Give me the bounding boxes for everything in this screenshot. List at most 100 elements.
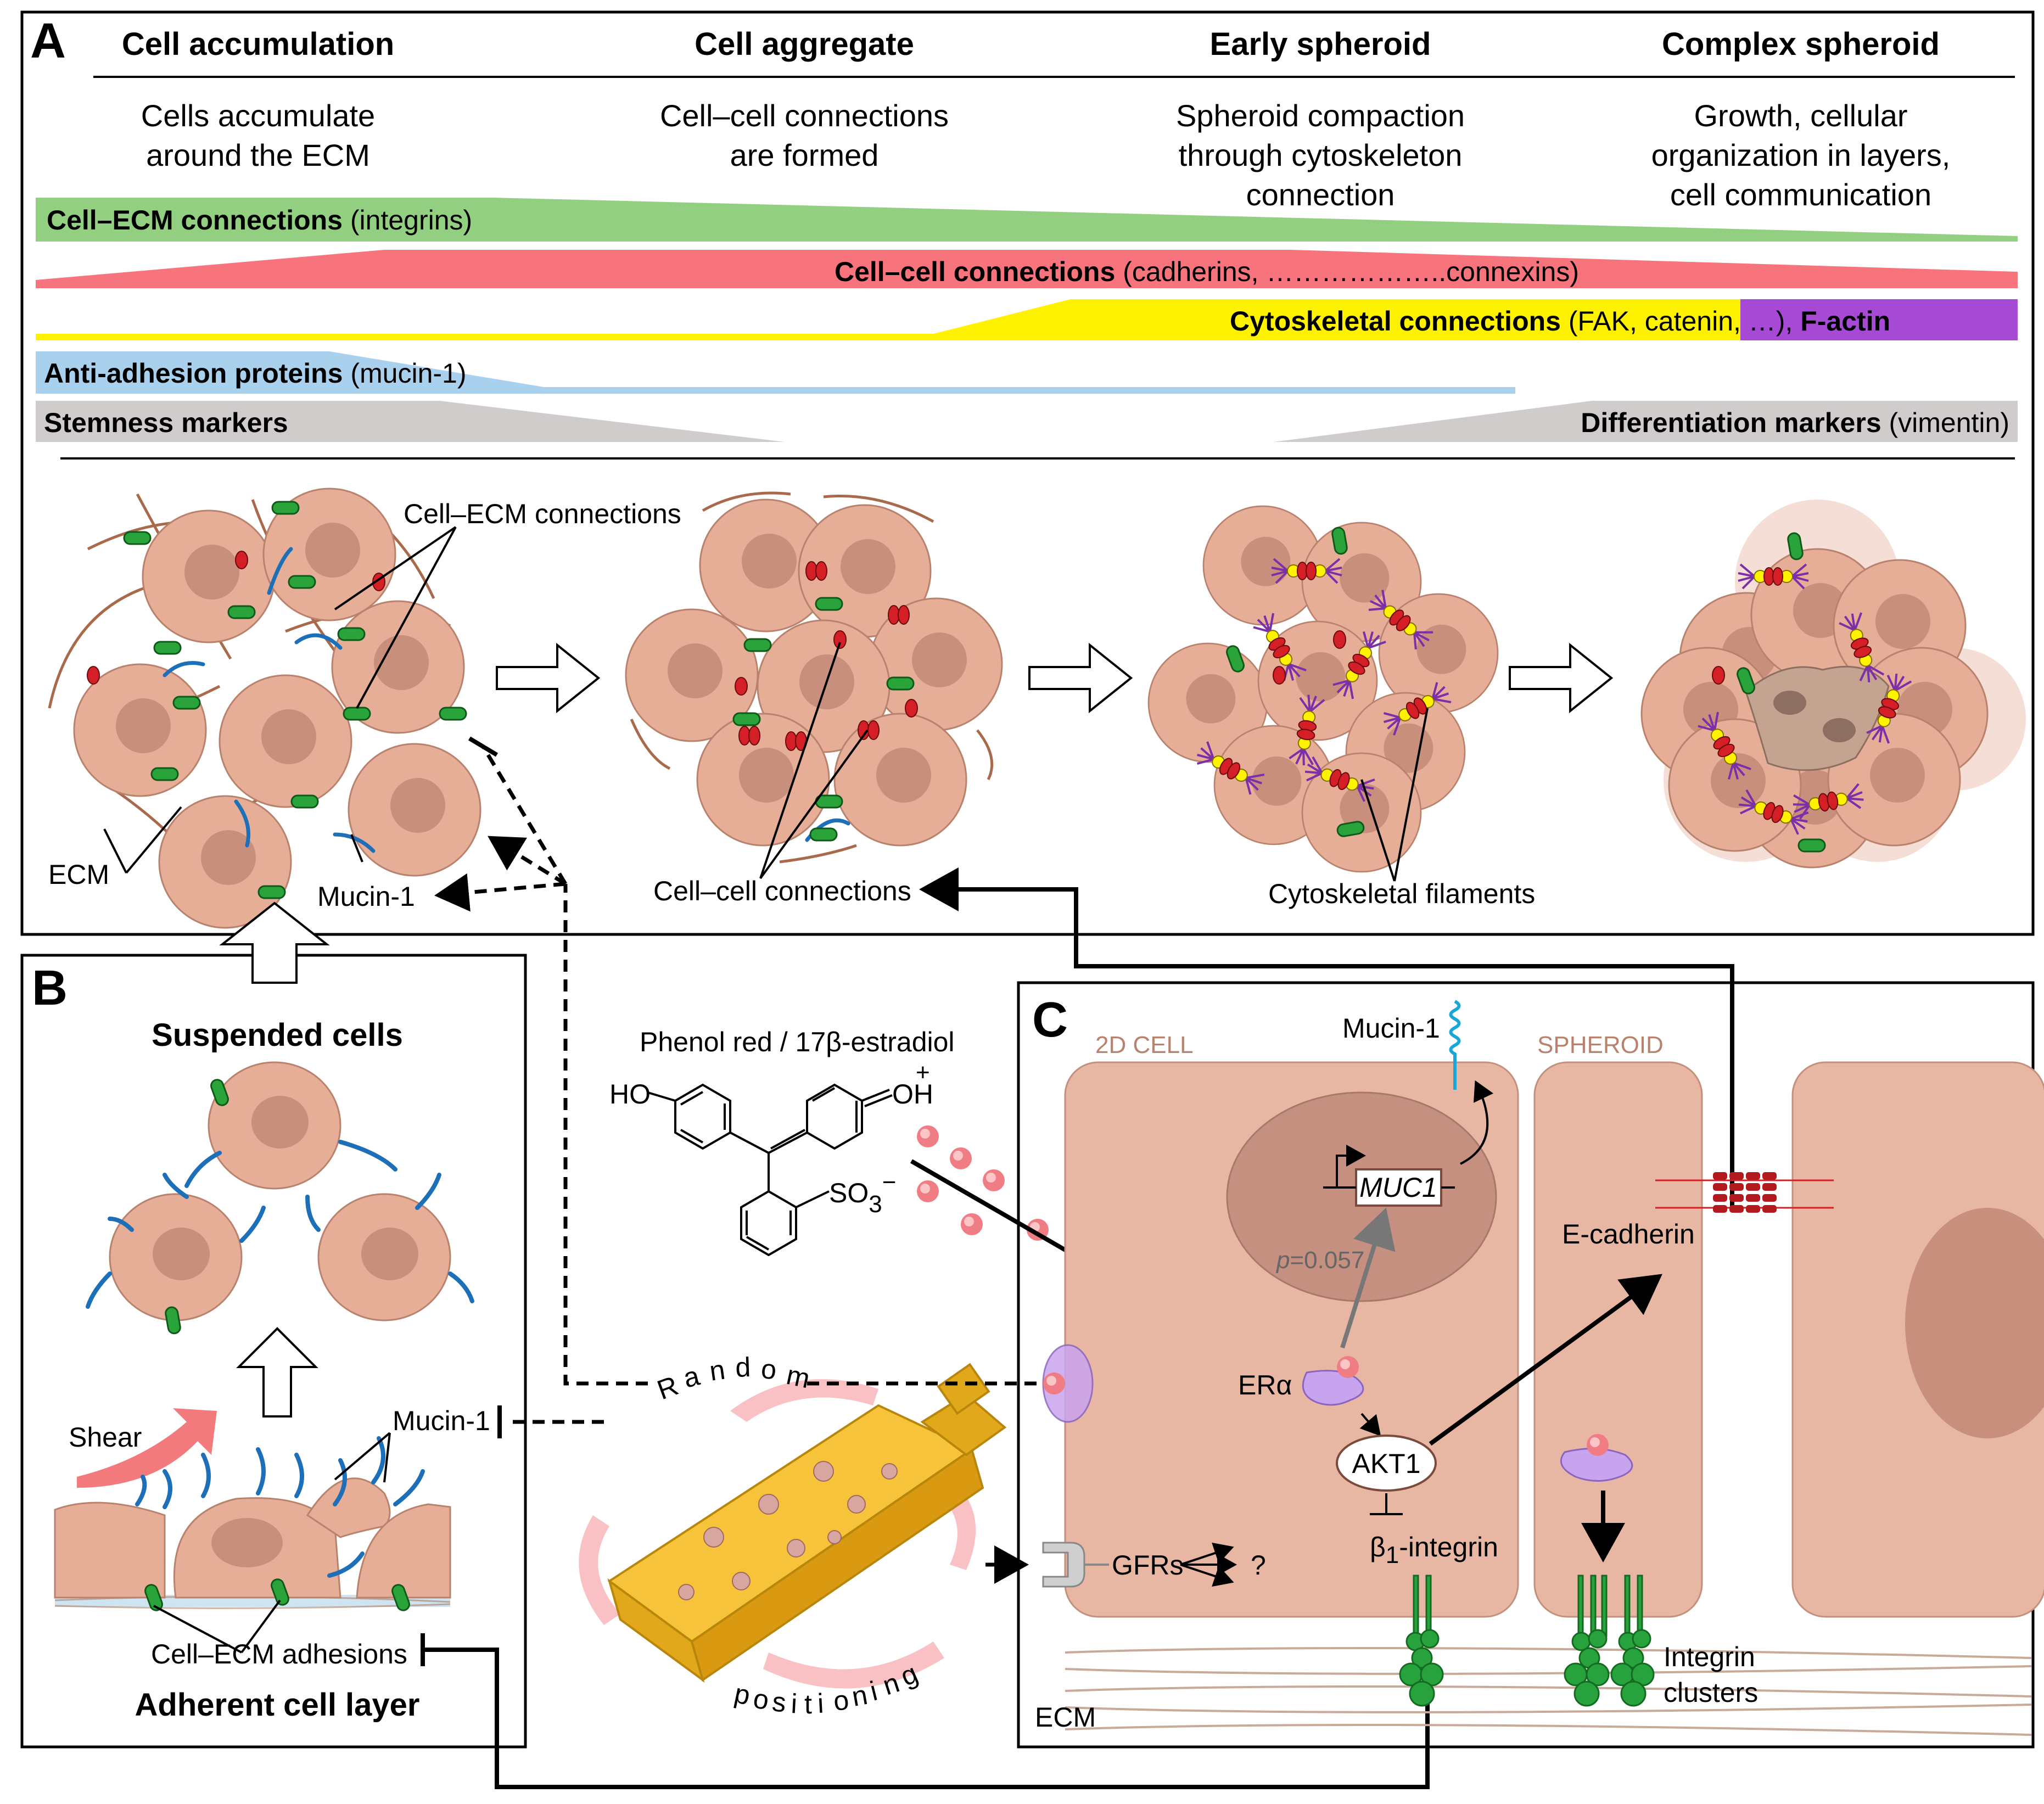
akt1-node (1336, 1435, 1437, 1492)
arrow-ecadherin-to-cellcell (919, 867, 1734, 1208)
arrow-integrin-to-adhesion (423, 1648, 1430, 1789)
cadherin (87, 666, 100, 685)
bar-cytoskeletal-label: Cytoskeletal connections (FAK, catenin, … (1230, 306, 1890, 337)
arrow-era-to-muc1 (1340, 1207, 1396, 1349)
desc-accumulation-1: Cells accumulate (141, 98, 375, 133)
stage-title-complex: Complex spheroid (1662, 26, 1940, 62)
svg-text:i: i (817, 1688, 825, 1719)
label-compound: Phenol red / 17β-estradiol (640, 1027, 955, 1057)
integrin (288, 575, 316, 589)
svg-text:o: o (832, 1684, 850, 1717)
desc-early-1: Spheroid compaction (1176, 98, 1465, 133)
p-value: p=0.057 (1275, 1247, 1364, 1274)
label-akt1: AKT1 (1352, 1448, 1420, 1479)
gfr-arrows (1180, 1542, 1237, 1587)
arrow-adherent-to-suspended (236, 1327, 318, 1418)
bar-differentiation (1274, 401, 2018, 442)
membrane-er-ligand (1043, 1372, 1065, 1394)
neighbor-nucleus (1905, 1208, 2044, 1438)
arrow-era-to-akt1 (1359, 1413, 1381, 1437)
stage1-cell (219, 674, 352, 808)
stage1-cell (348, 743, 481, 877)
label-mucin-b: Mucin-1 (393, 1405, 490, 1436)
integrin (257, 885, 286, 899)
svg-text:i: i (790, 1688, 798, 1719)
shear-arrow (77, 1408, 217, 1488)
stage3-illustration (1147, 505, 1499, 873)
arrow-muc1-to-mucin (1460, 1080, 1494, 1165)
inhibit-akt1-integrin (1370, 1493, 1403, 1515)
cell-spheroid (1533, 1061, 1703, 1618)
stage1-cell (142, 509, 276, 643)
stage1-callouts (103, 526, 457, 874)
integrin-2d (1399, 1575, 1444, 1707)
svg-text:p: p (732, 1678, 753, 1711)
svg-text:s: s (771, 1686, 788, 1718)
bar-cytoskeletal (36, 299, 1740, 340)
panel-a-frame (20, 10, 2035, 936)
svg-text:a: a (680, 1360, 703, 1394)
arrow-akt1-to-ecadherin (1429, 1274, 1662, 1446)
bioreactor (579, 1363, 1007, 1689)
svg-text:t: t (804, 1689, 812, 1719)
stage-title-aggregate: Cell aggregate (695, 26, 914, 62)
integrin (153, 641, 182, 655)
integrin (123, 531, 152, 545)
arrow-b-to-a (219, 901, 330, 984)
integrin-cluster-1 (1564, 1575, 1610, 1707)
stage4-illustration (1640, 500, 2026, 869)
stage3-callouts (1360, 708, 1429, 882)
label-adherent-cell-layer: Adherent cell layer (135, 1687, 420, 1723)
label-shear: Shear (69, 1422, 142, 1453)
integrin (439, 707, 467, 721)
integrin (290, 794, 319, 809)
stage2-callouts (759, 642, 869, 879)
integrin-cluster-2 (1610, 1575, 1655, 1707)
label-ecm-c: ECM (1035, 1702, 1096, 1733)
gfr-receptor (1042, 1542, 1085, 1588)
label-cell-ecm-adhesions: Cell–ECM adhesions (151, 1639, 407, 1669)
desc-complex-2: organization in layers, (1651, 138, 1951, 172)
muc1-gene: MUC1 (1359, 1172, 1437, 1203)
bar-cell-cell-label: Cell–cell connections (cadherins, ………………… (835, 256, 1579, 287)
desc-aggregate-2: are formed (730, 138, 879, 172)
bar-factin (1740, 299, 2018, 340)
stage-descriptions: Cells accumulate around the ECM Cell–cel… (141, 98, 1951, 212)
svg-text:n: n (708, 1354, 727, 1387)
label-gfr-question: ? (1251, 1550, 1266, 1581)
adherent-layer (54, 1436, 451, 1613)
cadherin-junction (1655, 1172, 1834, 1213)
stage-title-accumulation: Cell accumulation (122, 26, 394, 62)
label-cell-cell-connections: Cell–cell connections (653, 876, 911, 906)
label-spheroid: SPHEROID (1537, 1032, 1664, 1058)
chem-ho: HO (609, 1079, 651, 1110)
label-integrin-clusters-1: Integrin (1664, 1641, 1755, 1672)
label-mucin-c: Mucin-1 (1342, 1013, 1440, 1044)
stage2-illustration (625, 491, 1003, 864)
label-era: ERα (1238, 1370, 1292, 1400)
muc1-gene-box (1355, 1168, 1442, 1207)
suspended-cells (86, 1061, 474, 1336)
label-cell-ecm-connections: Cell–ECM connections (404, 498, 681, 529)
bar-cell-ecm (36, 198, 2018, 242)
mucin-protein (1449, 1000, 1461, 1090)
dashed-arrows (434, 746, 1232, 1584)
label-gfrs: GFRs (1112, 1550, 1184, 1581)
desc-complex-3: cell communication (1670, 177, 1931, 212)
svg-text:o: o (760, 1353, 778, 1385)
stage1-illustration (48, 488, 481, 929)
stage-title-early: Early spheroid (1210, 26, 1431, 62)
label-ecadherin: E-cadherin (1562, 1219, 1695, 1250)
integrin (150, 767, 179, 781)
spheroid-era-ligand (1587, 1434, 1609, 1456)
bar-stemness (36, 401, 785, 442)
integrin (337, 627, 366, 641)
desc-accumulation-2: around the ECM (146, 138, 370, 172)
label-suspended-cells: Suspended cells (152, 1017, 403, 1053)
bar-anti-adhesion (36, 351, 1515, 394)
bar-cell-cell (36, 250, 2018, 288)
label-2d-cell: 2D CELL (1095, 1032, 1194, 1058)
svg-text:o: o (751, 1683, 771, 1716)
label-b1-integrin: β1-integrin (1370, 1532, 1498, 1568)
